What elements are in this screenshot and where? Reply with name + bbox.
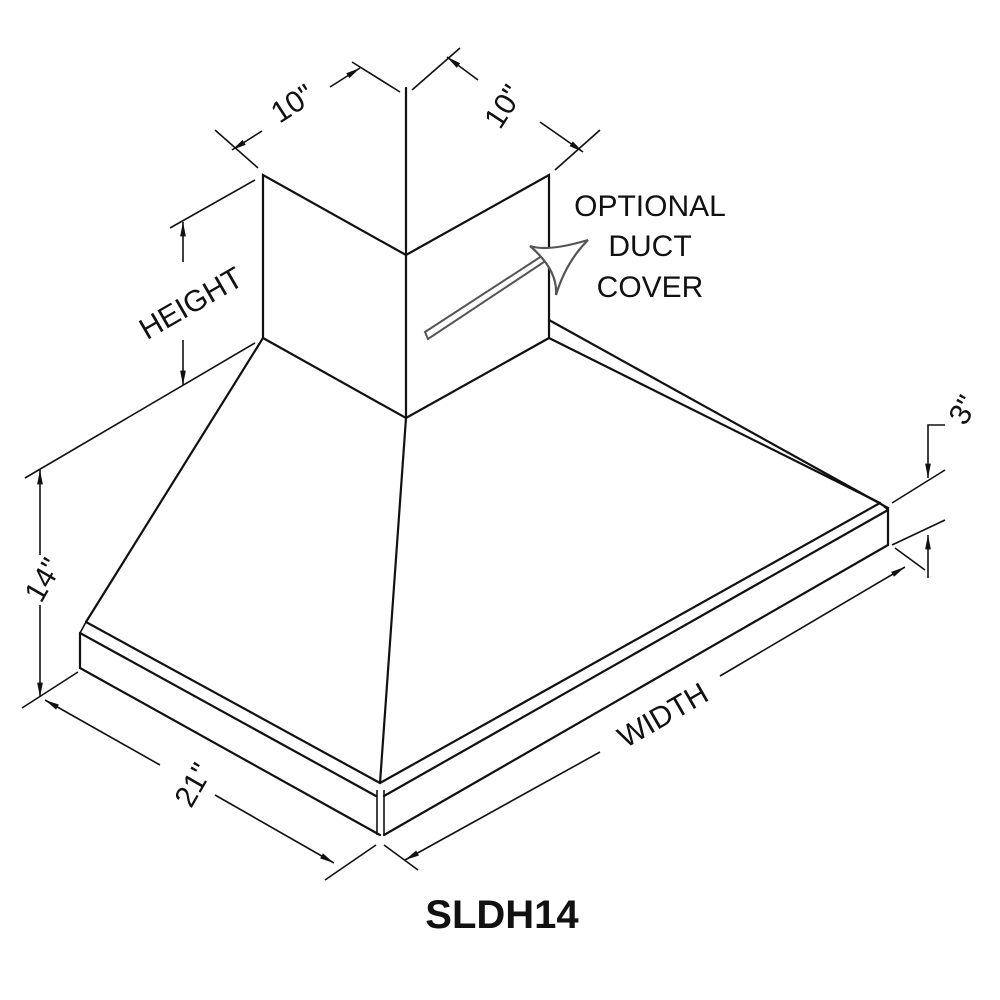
callout-line-1: OPTIONAL bbox=[574, 190, 726, 223]
dim-label-duct-left: 10" bbox=[265, 78, 320, 130]
dimension-lines bbox=[21, 47, 946, 881]
duct-cover bbox=[261, 86, 551, 420]
callout-line-3: COVER bbox=[597, 271, 704, 304]
callout-line-2: DUCT bbox=[608, 230, 691, 263]
dim-label-width: WIDTH bbox=[612, 677, 714, 755]
dim-label-3: 3" bbox=[943, 390, 985, 430]
dim-label-21: 21" bbox=[168, 758, 219, 813]
model-title: SLDH14 bbox=[425, 893, 579, 937]
dim-label-14: 14" bbox=[18, 553, 69, 608]
dim-label-duct-right: 10" bbox=[478, 79, 530, 134]
hood-body bbox=[84, 318, 890, 785]
callout-arrow-icon bbox=[423, 238, 589, 341]
dim-label-height: HEIGHT bbox=[134, 261, 249, 346]
hood-trim bbox=[78, 501, 890, 837]
